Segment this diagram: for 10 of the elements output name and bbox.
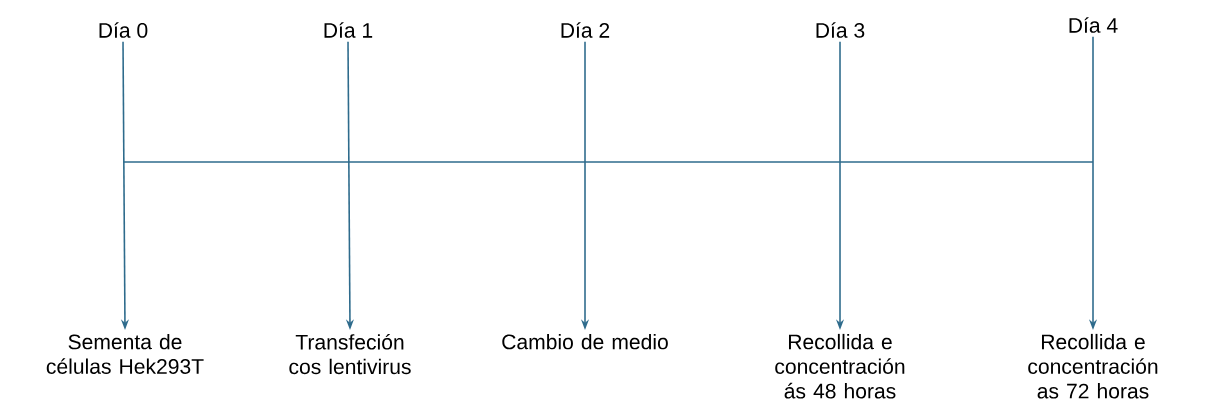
step-description: Transfeción cos lentivirus bbox=[289, 333, 411, 375]
step-description: Recollida e concentración as 72 horas bbox=[1028, 333, 1158, 399]
step-description: Cambio de medio bbox=[502, 333, 668, 350]
day-label: Día 2 bbox=[561, 22, 610, 38]
day-label: Día 1 bbox=[324, 22, 373, 38]
step-description: Sementa de células Hek293T bbox=[46, 333, 204, 374]
day-label: Día 3 bbox=[816, 22, 865, 38]
day-label: Día 0 bbox=[99, 22, 148, 38]
day-label: Día 4 bbox=[1069, 17, 1118, 33]
step-description: Recollida e concentración ás 48 horas bbox=[775, 333, 905, 399]
